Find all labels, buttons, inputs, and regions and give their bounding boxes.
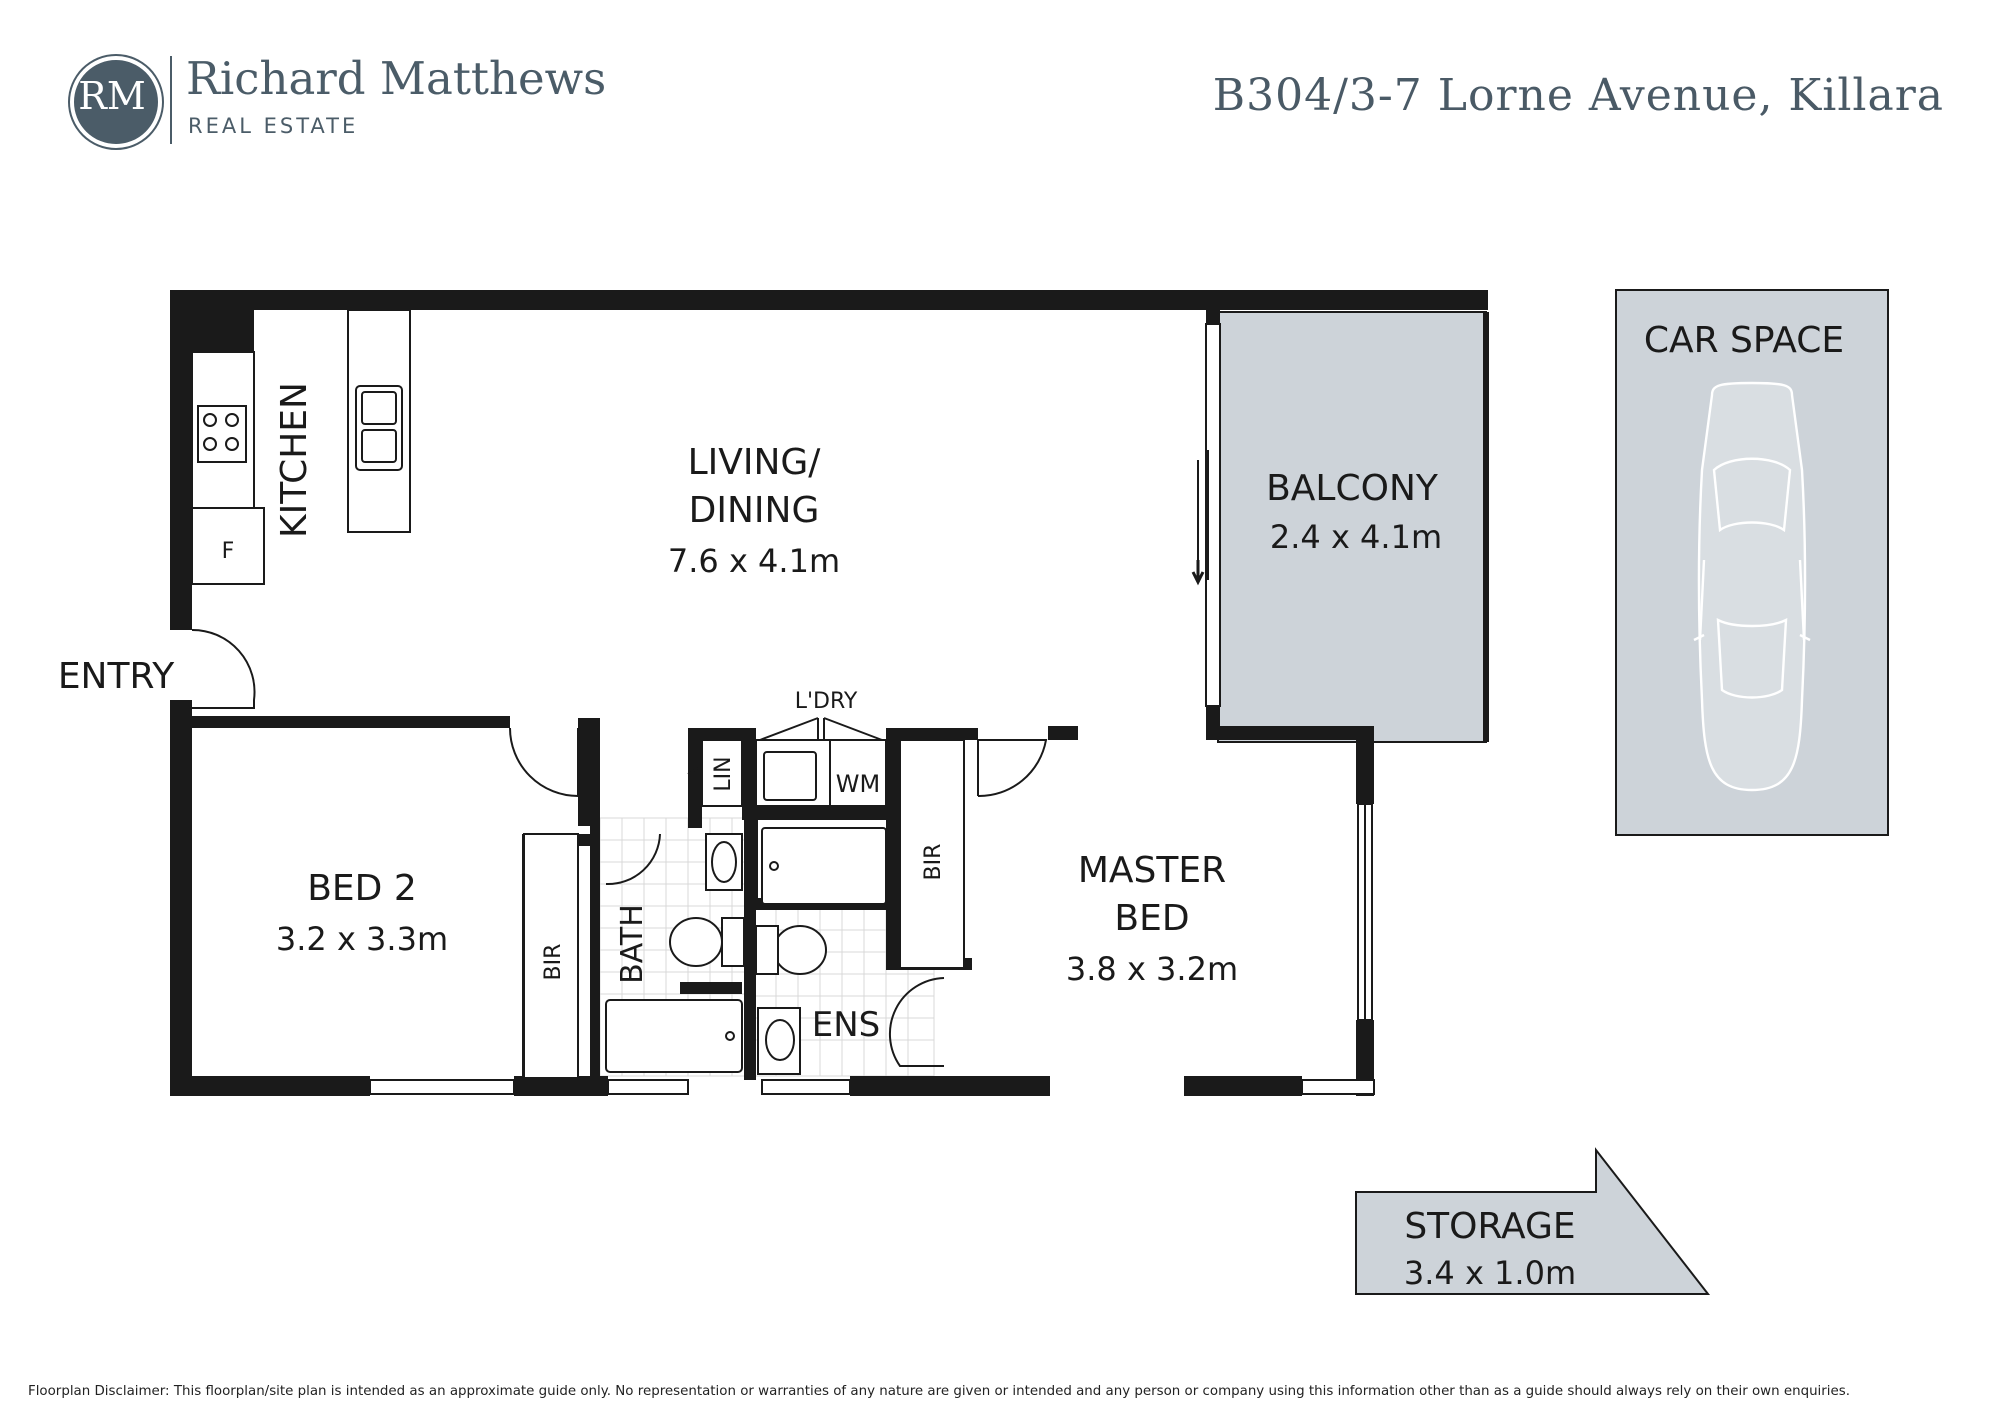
windows [369, 323, 1375, 1095]
property-address: B304/3-7 Lorne Avenue, Killara [1212, 70, 1944, 121]
bed2-robe [523, 833, 579, 1079]
storage-size: 3.4 x 1.0m [1404, 1254, 1576, 1292]
brand-logo: RM Richard Matthews REAL ESTATE [70, 52, 606, 148]
bath-label: BATH [615, 904, 650, 984]
car-space-area [1615, 289, 1889, 836]
logo-monogram: RM [78, 74, 146, 118]
kitchen-label: KITCHEN [274, 382, 315, 538]
logo-divider [170, 56, 172, 144]
sliding-door [1191, 450, 1209, 586]
cooktop-icon [197, 405, 247, 463]
laundry-tub-icon [763, 751, 817, 801]
master-label-2: BED [1114, 898, 1189, 939]
storage-area [1355, 1147, 1711, 1295]
bath-toilet-icon [669, 917, 723, 967]
fridge-label: F [222, 539, 235, 564]
fridge-space [191, 507, 265, 585]
storage-label: STORAGE [1404, 1206, 1575, 1247]
master-label-1: MASTER [1078, 850, 1226, 891]
ensuite-label: ENS [812, 1005, 881, 1045]
linen-label: LIN [711, 756, 736, 791]
brand-tagline: REAL ESTATE [188, 114, 359, 138]
disclaimer: Floorplan Disclaimer: This floorplan/sit… [28, 1384, 1850, 1399]
brand-name: Richard Matthews [186, 52, 607, 105]
master-size: 3.8 x 3.2m [1066, 950, 1238, 988]
balcony-area [1217, 311, 1487, 743]
fixtures [191, 309, 965, 1079]
living-label-2: DINING [689, 490, 820, 531]
logo-monogram-badge [70, 56, 162, 148]
master-robe [899, 739, 965, 969]
bed2-label: BED 2 [307, 868, 417, 909]
bath-tub-icon [605, 999, 743, 1073]
bed2-size: 3.2 x 3.3m [276, 920, 448, 958]
car-icon [1693, 381, 1811, 792]
balcony-label: BALCONY [1266, 468, 1439, 509]
ensuite-toilet-icon [773, 925, 827, 975]
entry-label: ENTRY [58, 656, 175, 697]
living-label-1: LIVING/ [688, 442, 822, 483]
living-size: 7.6 x 4.1m [668, 542, 840, 580]
bed2-robe-label: BIR [541, 944, 566, 981]
washer-label: WM [836, 770, 880, 798]
laundry-label: L'DRY [795, 689, 858, 714]
car-space-label: CAR SPACE [1644, 320, 1844, 361]
master-robe-label: BIR [921, 844, 946, 881]
ensuite-shower-icon [761, 827, 887, 905]
balcony-size: 2.4 x 4.1m [1270, 518, 1442, 556]
